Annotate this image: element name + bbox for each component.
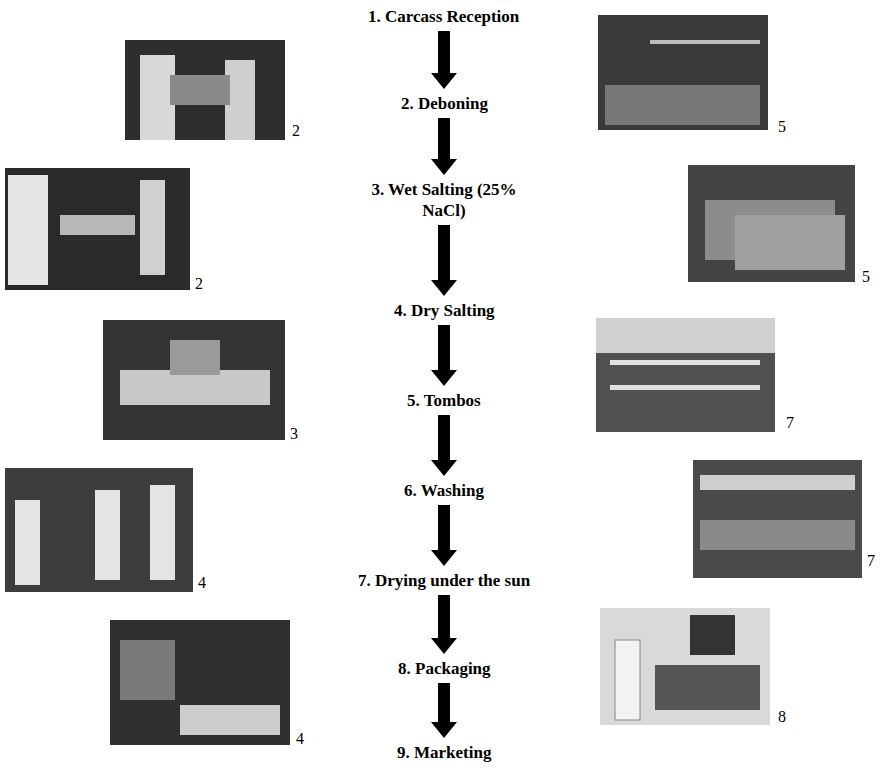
photo: [125, 40, 285, 140]
callout-number: 2: [195, 275, 203, 293]
process-step: 7. Drying under the sun: [354, 569, 534, 592]
callout-number: 3: [290, 425, 298, 443]
step-text: 5. Tombos: [407, 391, 481, 410]
flow-arrow: [431, 683, 457, 738]
process-step: 3. Wet Salting (25% NaCl): [365, 178, 523, 222]
callout-number: 4: [296, 730, 304, 748]
process-step: 8. Packaging: [394, 657, 495, 680]
step-text: 7. Drying under the sun: [358, 571, 530, 590]
step-text: 9. Marketing: [397, 743, 491, 762]
process-step: 5. Tombos: [403, 389, 485, 412]
flow-arrow: [431, 325, 457, 386]
process-step: 4. Dry Salting: [390, 299, 499, 322]
photo: [598, 15, 768, 130]
callout-number: 5: [862, 268, 870, 286]
callout-number: 5: [778, 118, 786, 136]
step-text: 6. Washing: [404, 481, 484, 500]
process-step: 6. Washing: [400, 479, 488, 502]
photo: [5, 468, 193, 592]
step-text: 3. Wet Salting (25% NaCl): [371, 180, 516, 220]
photo: [693, 460, 862, 578]
step-text: 4. Dry Salting: [394, 301, 495, 320]
callout-number: 2: [292, 122, 300, 140]
photo: [110, 620, 290, 745]
flow-arrow: [431, 415, 457, 476]
step-text: 1. Carcass Reception: [368, 7, 519, 26]
step-text: 8. Packaging: [398, 659, 491, 678]
photo: [103, 320, 285, 440]
photo: [5, 168, 190, 290]
flow-arrow: [431, 595, 457, 654]
photo: [596, 318, 775, 432]
callout-number: 4: [198, 574, 206, 592]
callout-number: 7: [867, 552, 875, 570]
process-step: 1. Carcass Reception: [364, 5, 523, 28]
process-step: 9. Marketing: [393, 741, 495, 764]
flow-arrow: [431, 31, 457, 89]
step-text: 2. Deboning: [401, 94, 488, 113]
callout-number: 8: [778, 708, 786, 726]
flow-arrow: [431, 225, 457, 296]
flow-arrow: [431, 505, 457, 566]
flow-arrow: [431, 118, 457, 175]
photo: [600, 608, 770, 725]
photo: [688, 165, 855, 282]
callout-number: 7: [786, 414, 794, 432]
process-step: 2. Deboning: [397, 92, 492, 115]
